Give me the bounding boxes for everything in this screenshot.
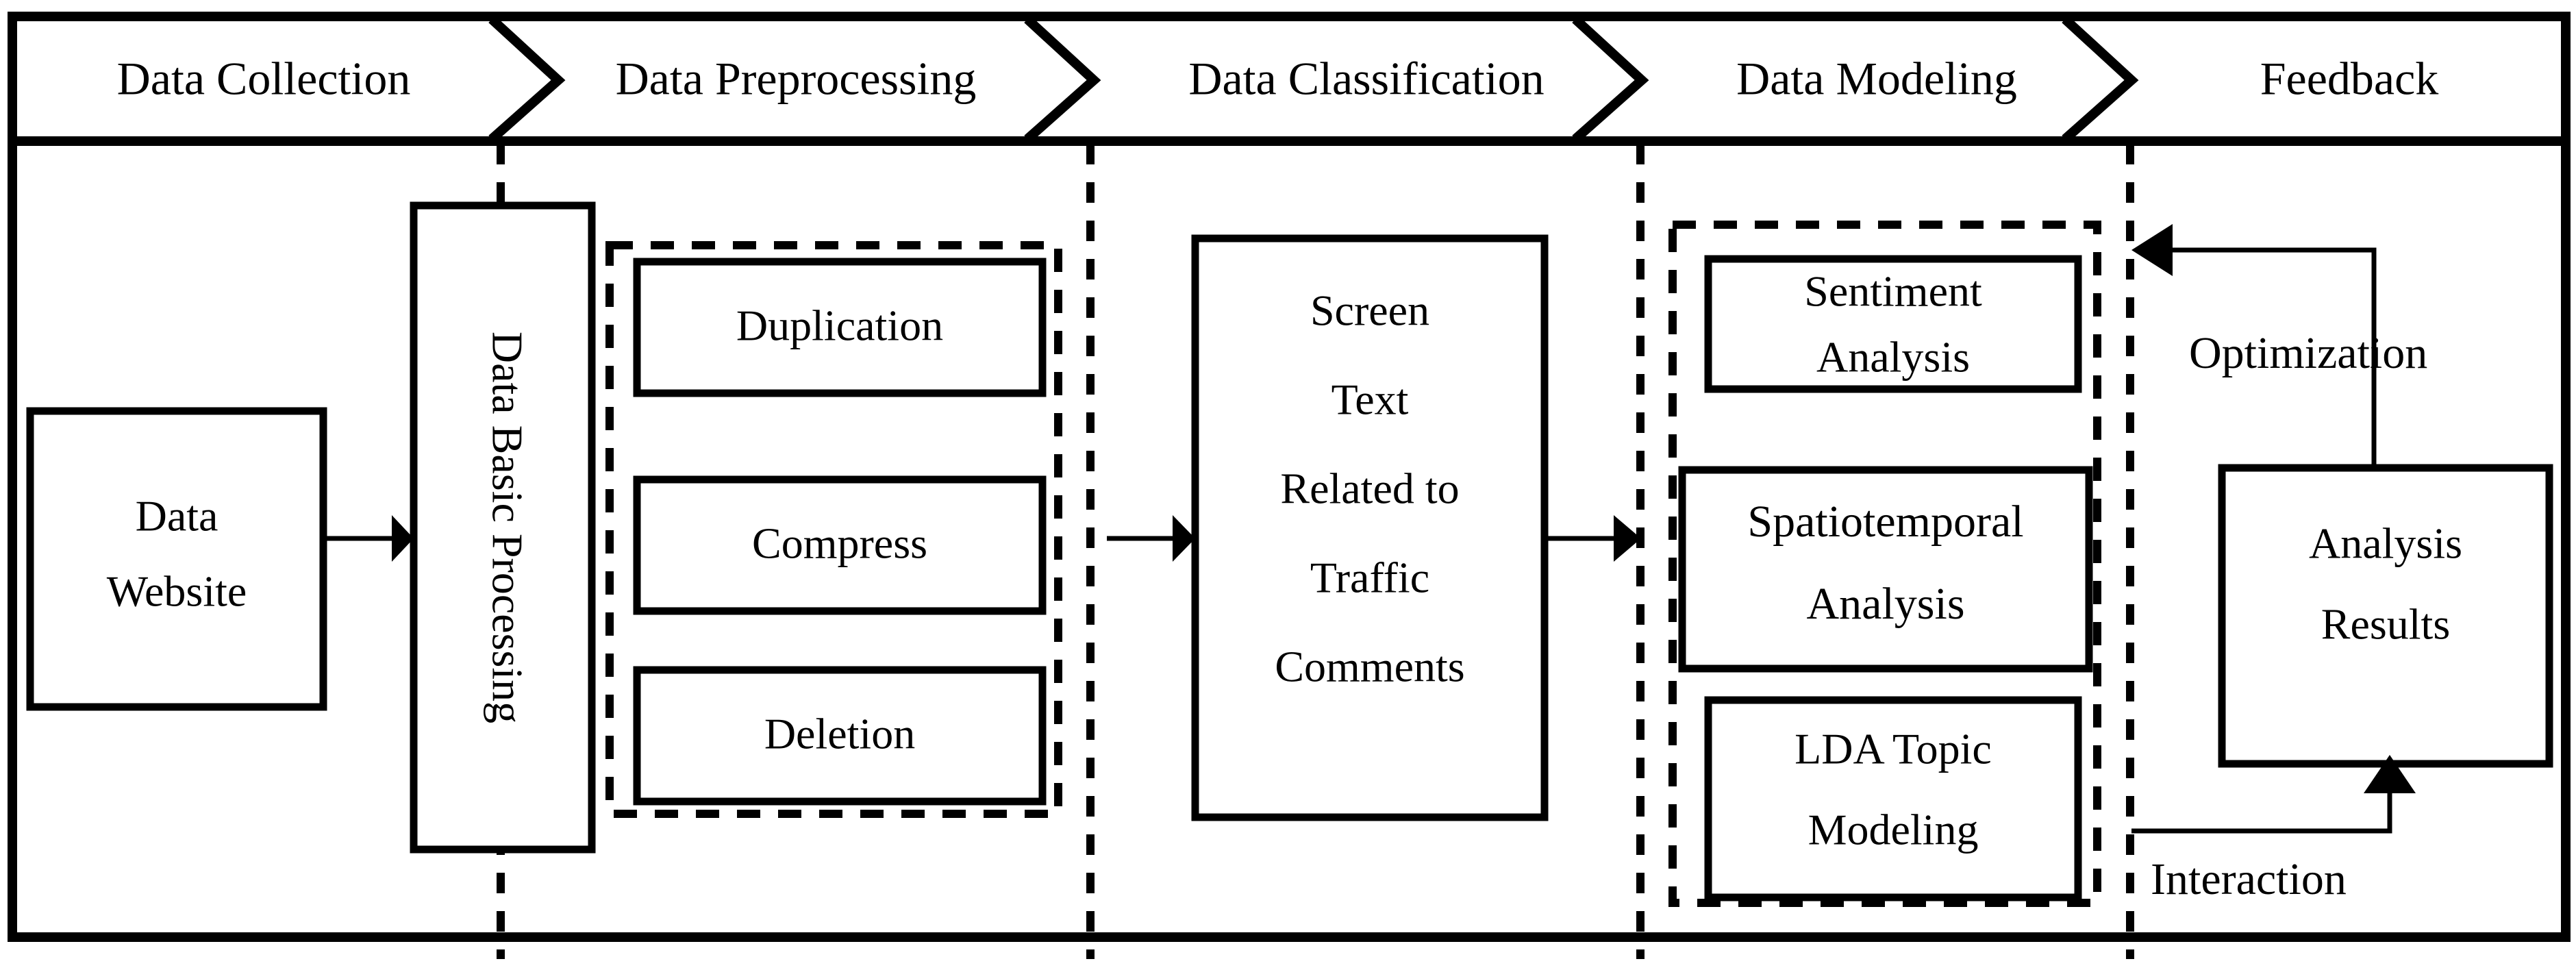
node-duplication-label: Duplication bbox=[736, 301, 943, 350]
chevron-separator-4-icon bbox=[2062, 15, 2139, 143]
arrowhead-preprocessing-to-classification-icon bbox=[1173, 515, 1195, 562]
node-sentiment-analysis-line-1: Sentiment bbox=[1804, 267, 1982, 316]
node-sentiment-analysis[interactable] bbox=[1704, 255, 2082, 393]
node-screen-text-line-2: Text bbox=[1331, 375, 1409, 424]
arrowhead-classification-to-modeling-icon bbox=[1614, 515, 1641, 562]
node-spatiotemporal-analysis[interactable] bbox=[1678, 466, 2093, 673]
node-data-website[interactable] bbox=[26, 407, 327, 711]
node-sentiment-analysis-line-2: Analysis bbox=[1816, 333, 1970, 382]
node-lda-topic-modeling[interactable] bbox=[1704, 696, 2082, 901]
stage-header-data-preprocessing[interactable]: Data Preprocessing bbox=[616, 53, 977, 105]
preprocessing-group-container bbox=[605, 241, 1062, 818]
node-deletion-label: Deletion bbox=[764, 710, 915, 758]
chevron-separator-3-icon bbox=[1572, 15, 1649, 143]
node-lda-topic-modeling-line-1: LDA Topic bbox=[1795, 725, 1992, 773]
node-screen-text-line-5: Comments bbox=[1275, 643, 1464, 691]
node-analysis-results-line-1: Analysis bbox=[2309, 519, 2462, 568]
node-data-website-line-1: Data bbox=[136, 492, 218, 540]
node-screen-text[interactable] bbox=[1191, 234, 1549, 821]
edge-label-optimization: Optimization bbox=[2189, 328, 2427, 378]
stage-header-data-collection[interactable]: Data Collection bbox=[117, 53, 411, 105]
node-screen-text-line-3: Related to bbox=[1280, 464, 1459, 513]
arrowhead-interaction-icon bbox=[2364, 755, 2416, 793]
modeling-group-container bbox=[1668, 221, 2101, 907]
node-spatiotemporal-analysis-line-2: Analysis bbox=[1807, 579, 1965, 629]
node-screen-text-line-4: Traffic bbox=[1310, 554, 1429, 602]
node-lda-topic-modeling-line-2: Modeling bbox=[1808, 806, 1979, 854]
node-duplication[interactable] bbox=[633, 258, 1047, 397]
stage-header-data-classification[interactable]: Data Classification bbox=[1188, 53, 1544, 105]
node-analysis-results[interactable] bbox=[2218, 464, 2553, 768]
chevron-separator-2-icon bbox=[1024, 15, 1101, 143]
node-analysis-results-line-2: Results bbox=[2321, 600, 2450, 649]
arrowhead-website-to-basic-processing-icon bbox=[392, 515, 414, 562]
stage-header-data-modeling[interactable]: Data Modeling bbox=[1736, 53, 2017, 105]
node-data-basic-processing[interactable] bbox=[410, 201, 596, 854]
outer-frame bbox=[8, 12, 2571, 942]
edge-optimization-path bbox=[2173, 247, 2377, 468]
edge-label-interaction: Interaction bbox=[2151, 854, 2347, 904]
edge-interaction-path bbox=[2131, 793, 2392, 834]
node-data-website-line-2: Website bbox=[107, 567, 247, 616]
node-spatiotemporal-analysis-line-1: Spatiotemporal bbox=[1747, 497, 2023, 547]
node-compress[interactable] bbox=[633, 475, 1047, 615]
node-screen-text-line-1: Screen bbox=[1310, 286, 1429, 335]
stage-header-feedback[interactable]: Feedback bbox=[2260, 53, 2439, 105]
node-data-basic-processing-label: Data Basic Processing bbox=[483, 332, 532, 723]
arrowhead-optimization-icon bbox=[2131, 224, 2173, 276]
node-compress-label: Compress bbox=[752, 519, 927, 568]
node-deletion[interactable] bbox=[633, 666, 1047, 806]
chevron-separator-1-icon bbox=[488, 15, 566, 143]
